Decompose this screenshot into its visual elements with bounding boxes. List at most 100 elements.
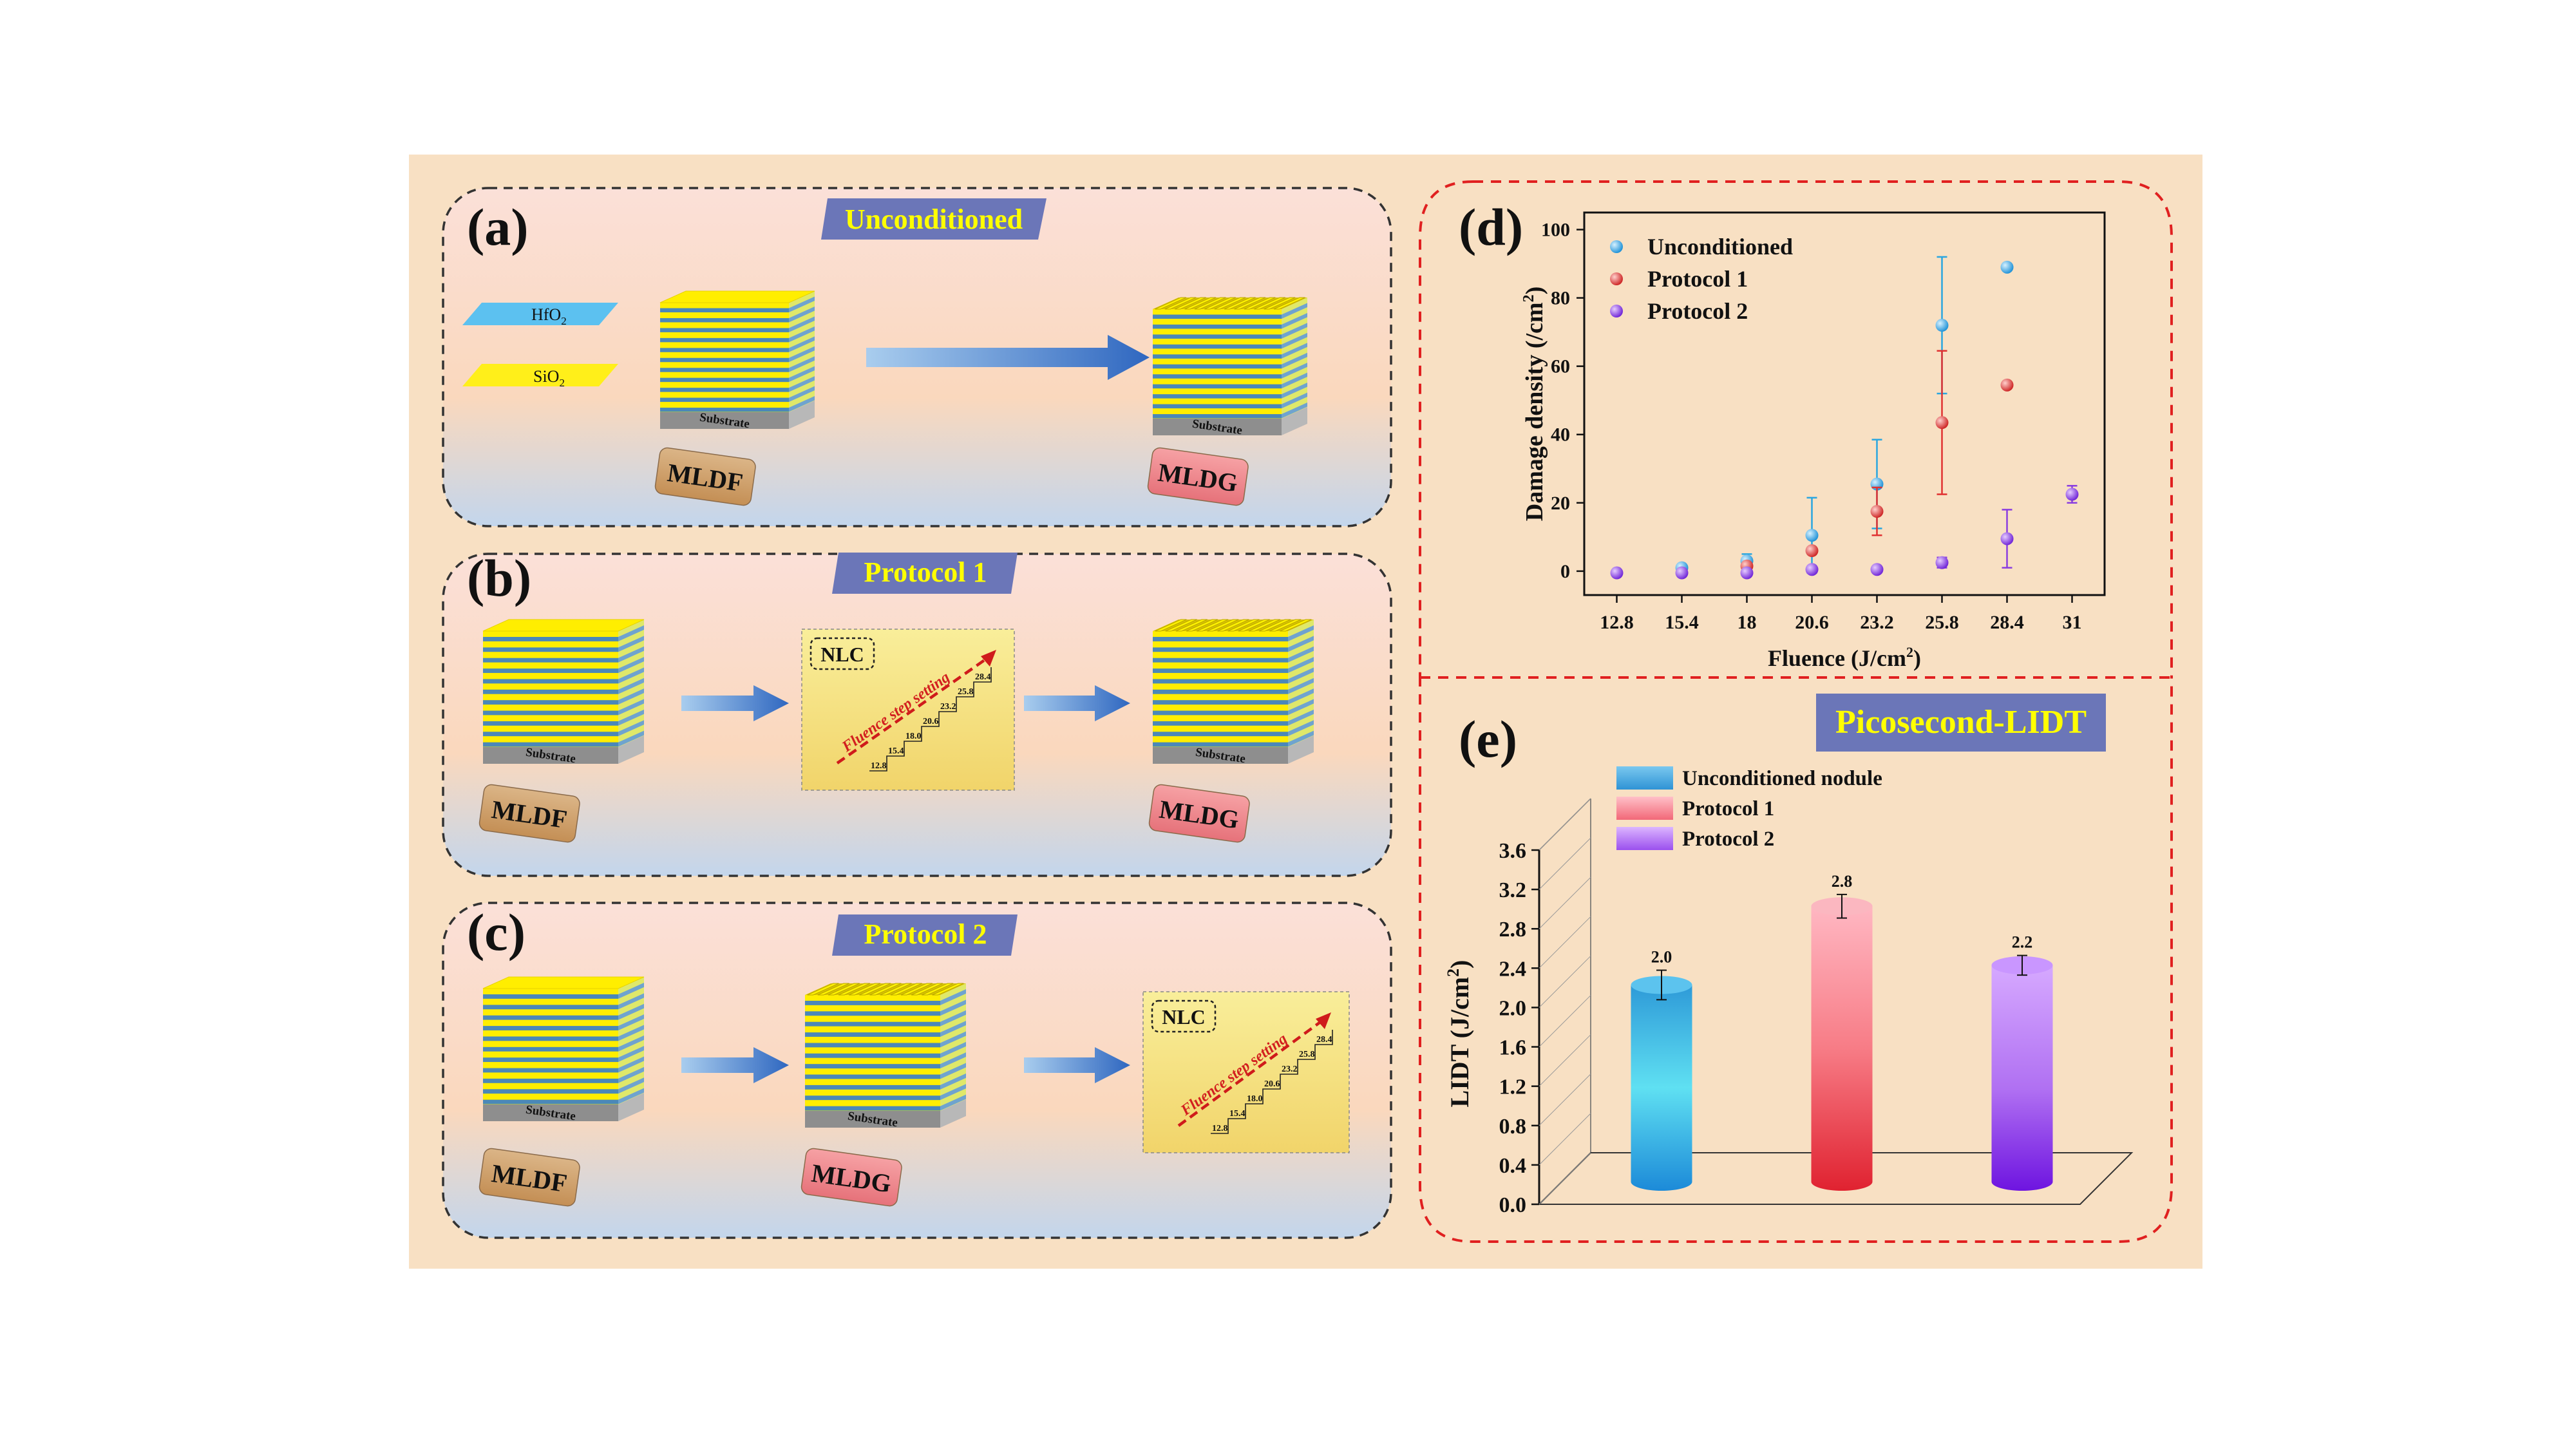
grating-ridge <box>817 983 849 996</box>
hfo2-layer <box>483 994 618 999</box>
side-layer <box>618 1077 644 1094</box>
hfo2-layer <box>483 732 618 737</box>
grating-ridge <box>1184 297 1217 310</box>
side-layer <box>940 1010 966 1027</box>
panel-e-title: Picosecond-LIDT <box>1816 694 2106 752</box>
y-tick-label: 80 <box>1551 288 1570 309</box>
hfo2-layer <box>1153 700 1288 705</box>
data-point <box>2000 260 2014 274</box>
hfo2-layer <box>483 700 618 705</box>
side-layer <box>618 730 644 747</box>
side-layer <box>1288 730 1314 747</box>
panel-c-title: Protocol 2 <box>832 914 1018 956</box>
side-layer <box>618 646 644 663</box>
side-layer <box>940 1063 966 1079</box>
side-layer <box>789 386 815 402</box>
hfo2-layer <box>1153 384 1282 389</box>
grating-ridge <box>922 983 954 996</box>
legend-label: Protocol 1 <box>1647 266 1748 292</box>
panel-b-title: Protocol 1 <box>832 553 1018 594</box>
side-layer <box>618 983 644 999</box>
stack-side <box>618 620 644 747</box>
x-axis-label-main: Fluence (J/cm <box>1768 645 1906 671</box>
x-tick-label: 28.4 <box>1990 612 2024 633</box>
grating-ridge <box>890 983 922 996</box>
x-tick-label: 31 <box>2063 612 2082 633</box>
grating-ridge <box>1254 297 1285 310</box>
side-layer <box>618 677 644 694</box>
hfo2-layer <box>805 1011 940 1016</box>
bar-value-label: 2.2 <box>2012 933 2033 952</box>
grating-ridge <box>807 983 839 996</box>
hfo2-layer <box>1153 344 1282 349</box>
side-layer <box>940 1094 966 1111</box>
hfo2-layer <box>1153 742 1288 747</box>
mldf-tag: MLDF <box>478 784 580 843</box>
side-layer <box>618 720 644 737</box>
stack-side <box>1288 620 1314 747</box>
panel-c-label: (c) <box>467 903 526 961</box>
data-point <box>1740 566 1754 580</box>
hfo2-legend: HfO2 <box>462 303 618 327</box>
side-layer <box>618 1066 644 1083</box>
grating-ridge <box>838 983 871 996</box>
data-point <box>1805 544 1819 558</box>
side-layer <box>789 366 815 383</box>
substrate-front <box>483 747 618 764</box>
grating-ridge <box>1269 619 1302 632</box>
nlc-box <box>801 629 1015 791</box>
nlc-step-value: 25.8 <box>958 687 974 697</box>
mldg-tag: MLDG <box>1148 784 1250 843</box>
side-layer <box>618 1025 644 1041</box>
arrow-b-1 <box>681 685 789 721</box>
hfo2-layer <box>660 408 789 412</box>
data-point <box>1935 319 1949 332</box>
nlc-arrow-line <box>836 657 989 764</box>
x-tick-label: 12.8 <box>1600 612 1634 633</box>
y-grid-diag <box>1539 798 1591 851</box>
tag-box <box>654 447 756 506</box>
hfo2-layer <box>660 328 789 332</box>
side-layer <box>618 993 644 1010</box>
grating-ridge <box>1217 619 1249 632</box>
nlc-arrow-head <box>981 650 996 667</box>
grating-ridge <box>1197 619 1229 632</box>
y-tick-label: 3.6 <box>1499 839 1527 863</box>
y-axis-label-main: LIDT (J/cm <box>1445 977 1474 1108</box>
nlc-step-value: 28.4 <box>1316 1035 1332 1045</box>
legend-marker <box>1610 305 1623 317</box>
y-grid-diag <box>1539 916 1591 969</box>
hfo2-layer <box>483 1015 618 1020</box>
hfo2-layer <box>805 1106 940 1111</box>
hfo2-layer <box>483 658 618 663</box>
grating-ridge <box>1155 619 1187 632</box>
nlc-badge <box>1151 999 1217 1033</box>
side-layer <box>789 296 815 312</box>
grating-ridge <box>1234 297 1266 310</box>
side-layer <box>1288 646 1314 663</box>
grating-ridge <box>1248 619 1281 632</box>
side-layer <box>1288 625 1314 641</box>
side-layer <box>1282 372 1307 389</box>
side-layer <box>1288 699 1314 715</box>
mldf-tag: MLDF <box>478 1148 580 1207</box>
nlc-step-value: 18.0 <box>905 732 922 741</box>
hfo2-layer <box>483 742 618 747</box>
side-layer <box>789 356 815 372</box>
side-layer <box>940 1052 966 1069</box>
bar <box>1991 965 2053 1191</box>
nlc-step-value: 18.0 <box>1247 1094 1263 1104</box>
hfo2-layer <box>483 1057 618 1063</box>
y-grid-diag <box>1539 876 1591 929</box>
y-tick-label: 100 <box>1541 220 1570 241</box>
panel-a-label: (a) <box>467 198 529 256</box>
y-tick-label: 1.6 <box>1499 1036 1527 1060</box>
y-axis-label: LIDT (J/cm2) <box>1444 960 1474 1108</box>
side-layer <box>618 1014 644 1030</box>
data-point <box>2000 532 2014 545</box>
panel-de-frame <box>1419 180 2173 1243</box>
y-grid-diag <box>1539 837 1591 890</box>
panel-c-title-text: Protocol 2 <box>864 918 987 950</box>
